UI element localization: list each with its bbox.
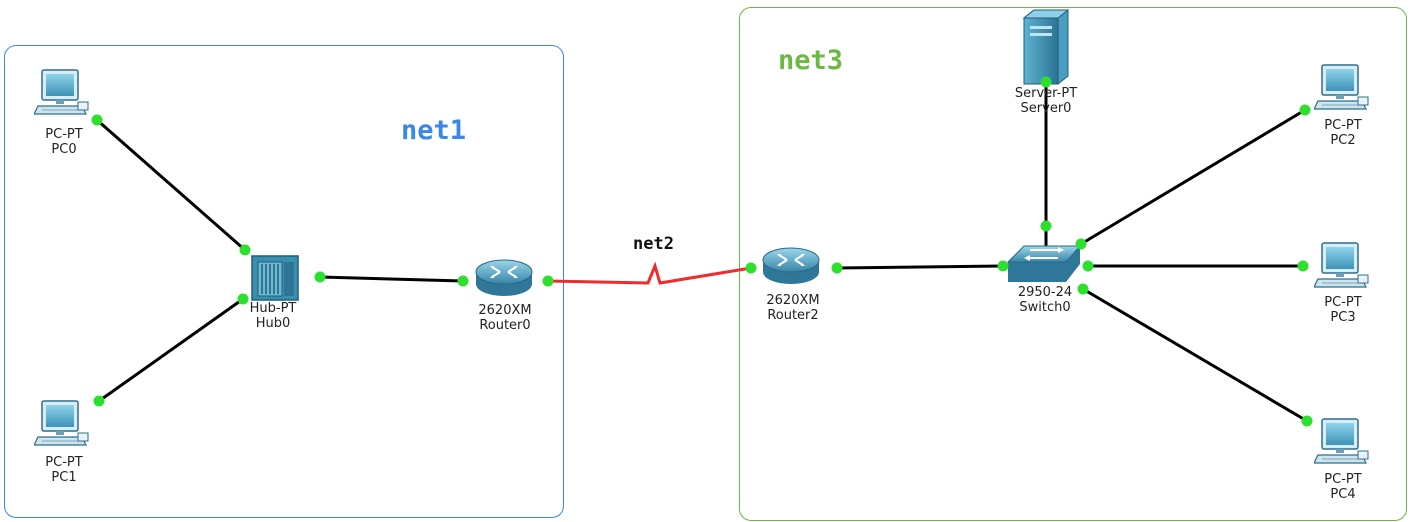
pc2-icon[interactable] <box>1314 64 1369 110</box>
port-hub0-to-router0 <box>314 271 326 283</box>
port-server0 <box>1040 76 1052 88</box>
router2-label: 2620XM Router2 <box>743 293 843 323</box>
hub0-model: Hub-PT <box>249 301 297 316</box>
port-hub0-to-pc0 <box>239 244 251 256</box>
links <box>96 82 1308 423</box>
hub0-name: Hub0 <box>255 316 291 331</box>
pc2-name: PC2 <box>1330 133 1356 148</box>
pc3-label: PC-PT PC3 <box>1293 295 1393 325</box>
pc1-model: PC-PT <box>45 455 83 470</box>
switch0-label: 2950-24 Switch0 <box>995 285 1095 315</box>
pc4-name: PC4 <box>1330 487 1356 502</box>
router2-model: 2620XM <box>766 293 820 308</box>
pc4-model: PC-PT <box>1324 472 1362 487</box>
switch0-model: 2950-24 <box>1017 285 1073 300</box>
port-pc2 <box>1299 104 1311 116</box>
server0-model: Server-PT <box>1014 86 1078 101</box>
pc2-label: PC-PT PC2 <box>1293 118 1393 148</box>
port-switch0-to-pc4 <box>1077 283 1089 295</box>
port-router0-to-hub0 <box>457 275 469 287</box>
net3-area-label: net3 <box>778 45 844 76</box>
port-router0-to-router2 <box>542 275 554 287</box>
link-switch0-pc4[interactable] <box>1082 287 1308 423</box>
pc1-label: PC-PT PC1 <box>14 455 114 485</box>
server0-label: Server-PT Server0 <box>996 86 1096 116</box>
link-pc0-hub0[interactable] <box>96 118 246 252</box>
switch0-icon[interactable] <box>1006 245 1082 282</box>
server0-name: Server0 <box>1020 101 1072 116</box>
net1-area-label: net1 <box>401 115 467 146</box>
router2-name: Router2 <box>767 308 819 323</box>
hub0-icon[interactable] <box>251 255 299 301</box>
port-pc0 <box>91 114 103 126</box>
switch0-name: Switch0 <box>1019 300 1071 315</box>
port-pc3 <box>1297 260 1309 272</box>
hub0-label: Hub-PT Hub0 <box>223 301 323 331</box>
pc3-name: PC3 <box>1330 310 1356 325</box>
wan-link-label: net2 <box>633 234 674 254</box>
pc0-model: PC-PT <box>45 127 83 142</box>
router0-icon[interactable] <box>475 259 533 297</box>
pc4-label: PC-PT PC4 <box>1293 472 1393 502</box>
port-switch0-to-pc2 <box>1075 238 1087 250</box>
pc1-name: PC1 <box>51 470 77 485</box>
port-switch0-to-server0 <box>1040 220 1052 232</box>
link-router2-switch0[interactable] <box>836 264 1004 270</box>
link-switch0-pc2[interactable] <box>1080 108 1306 246</box>
router0-label: 2620XM Router0 <box>455 303 555 333</box>
port-router2-to-switch0 <box>831 262 843 274</box>
net3-area <box>739 7 1407 521</box>
pc0-label: PC-PT PC0 <box>14 127 114 157</box>
port-hub0-to-pc1 <box>237 293 249 305</box>
pc3-icon[interactable] <box>1314 242 1369 288</box>
pc0-icon[interactable] <box>34 69 89 115</box>
pc2-model: PC-PT <box>1324 118 1362 133</box>
port-pc1 <box>93 395 105 407</box>
pc0-name: PC0 <box>51 142 77 157</box>
port-pc4 <box>1301 415 1313 427</box>
link-hub0-router0[interactable] <box>319 275 464 283</box>
port-indicators <box>91 76 1313 427</box>
wan-link-net2[interactable] <box>547 261 752 285</box>
pc3-model: PC-PT <box>1324 295 1362 310</box>
port-switch0-to-router2 <box>997 260 1009 272</box>
router2-icon[interactable] <box>762 247 820 285</box>
server0-icon[interactable] <box>1022 9 1070 85</box>
router0-model: 2620XM <box>478 303 532 318</box>
pc4-icon[interactable] <box>1314 418 1369 464</box>
port-switch0-to-pc3 <box>1082 260 1094 272</box>
pc1-icon[interactable] <box>34 400 89 446</box>
link-pc1-hub0[interactable] <box>98 297 244 403</box>
port-router2-to-router0 <box>745 262 757 274</box>
router0-name: Router0 <box>479 318 531 333</box>
